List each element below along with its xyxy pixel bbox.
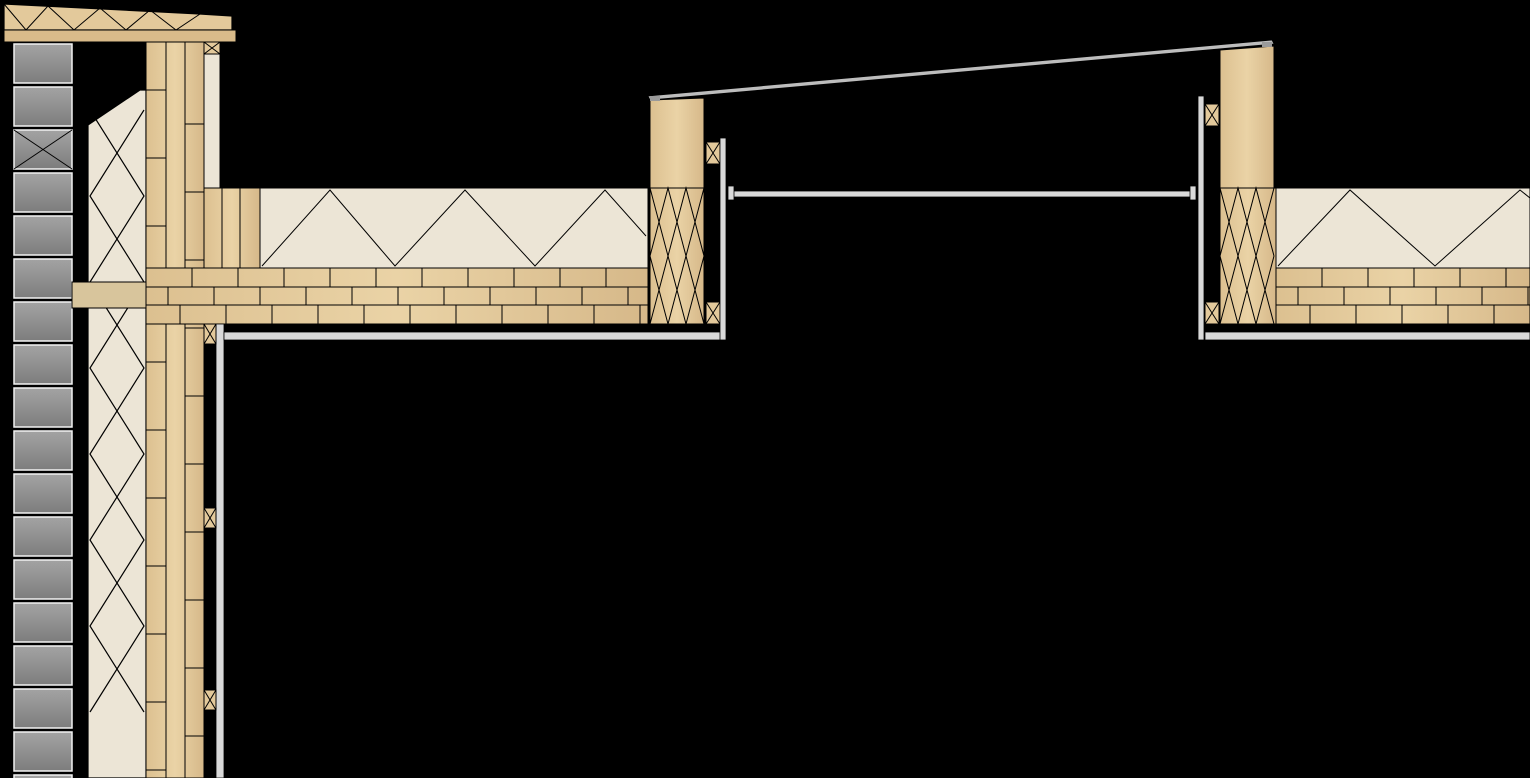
brick-course — [13, 516, 73, 557]
brick-course — [13, 731, 73, 772]
brick-course — [13, 559, 73, 600]
parapet-coping — [3, 3, 237, 55]
brick-course — [13, 602, 73, 643]
brick-course — [13, 215, 73, 256]
brick-course — [13, 473, 73, 514]
brick-course — [13, 43, 73, 84]
brick-course — [13, 387, 73, 428]
brick-course — [13, 258, 73, 299]
brick-course — [13, 430, 73, 471]
internal-lining — [203, 323, 1530, 778]
clt-roof-deck — [71, 267, 1530, 325]
brick-course — [13, 774, 73, 778]
rooflight-glazing — [647, 39, 1275, 201]
brick-outer-leaf — [13, 43, 73, 778]
timber-frame-wall — [145, 41, 261, 778]
roof-insulation — [259, 187, 1530, 269]
brick-course — [13, 301, 73, 342]
brick-course — [13, 344, 73, 385]
rooflight-upstand-left — [649, 97, 727, 341]
cavity-insulation — [87, 89, 147, 778]
brick-course — [13, 172, 73, 213]
brick-course — [13, 645, 73, 686]
brick-course — [13, 688, 73, 729]
brick-course — [13, 86, 73, 127]
rooflight-upstand-right — [1197, 45, 1277, 341]
